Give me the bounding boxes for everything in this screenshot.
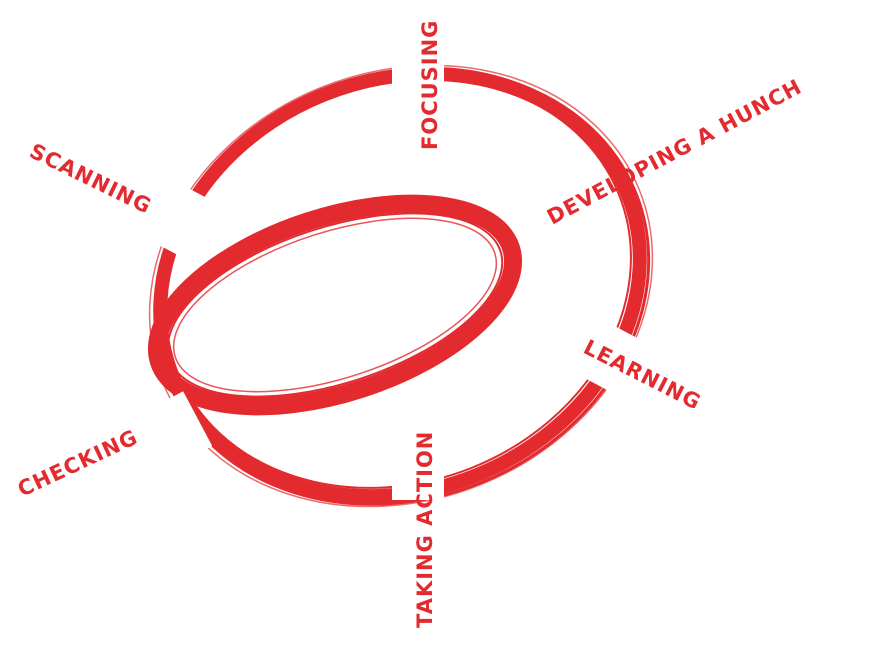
label-focusing: FOCUSING [418, 20, 442, 150]
label-checking: CHECKING [14, 425, 142, 502]
label-scanning: SCANNING [26, 139, 156, 219]
label-taking-action: TAKING ACTION [413, 431, 437, 628]
label-developing-a-hunch: DEVELOPING A HUNCH [543, 74, 806, 229]
